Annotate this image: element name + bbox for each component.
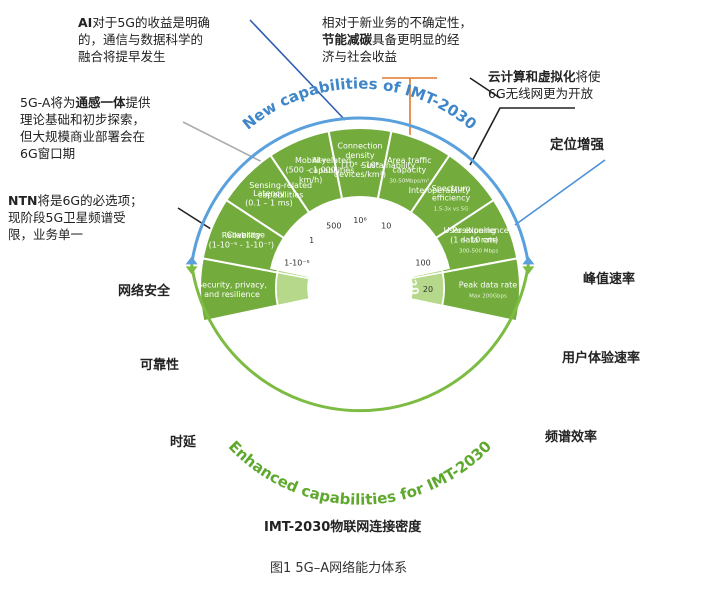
segment-connection-label-line-1: density	[345, 151, 375, 160]
inner-value-latency: 1	[309, 236, 314, 245]
annotation-ai-bold: AI	[78, 15, 93, 30]
segment-traffic-label-line-1: capacity	[392, 165, 426, 174]
segment-coverage-label-line-0: Coverage	[227, 231, 265, 240]
annotation-cloud: 云计算和虚拟化将使 6G无线网更为开放	[488, 68, 601, 102]
center-hub	[308, 236, 412, 340]
side-label-security: 网络安全	[118, 284, 171, 299]
annotation-ai-line3: 融合将提早发生	[78, 49, 166, 64]
annotation-sensing-post: 提供	[125, 95, 151, 110]
annotation-ntn-bold: NTN	[8, 193, 38, 208]
annotation-ntn-line2: 现阶段5G卫星频谱受	[8, 210, 126, 225]
inner-value-peak: 20	[423, 285, 433, 294]
segment-spectrum-label-line-1: efficiency	[432, 194, 471, 203]
segment-spectrum-note: 1.5-3x vs 5G	[434, 207, 469, 213]
segment-traffic-note: 30-50Mbps/m²	[389, 177, 429, 184]
pointer-sustainability	[382, 77, 437, 138]
outer-bottom-label: Enhanced capabilities for IMT-2030	[225, 437, 495, 509]
annotation-sustainability-text: 具备更明显的经	[372, 32, 460, 47]
segment-connection-label-line-3: devices/km²)	[334, 170, 386, 179]
annotation-positioning-bold: 定位增强	[550, 137, 604, 153]
segment-peak-label-line-0: Peak data rate	[459, 280, 517, 289]
segment-latency-label-line-1: (0.1 – 1 ms)	[245, 199, 293, 208]
figure-caption: 图1 5G–A网络能力体系	[270, 561, 408, 576]
side-label-reliability: 可靠性	[140, 358, 180, 373]
side-label-user-rate: 用户体验速率	[562, 351, 641, 366]
annotation-sensing: 5G-A将为通感一体提供 理论基础和初步探索， 但大规模商业部署会在 6G窗口期	[20, 94, 150, 162]
annotation-sensing-line3: 但大规模商业部署会在	[20, 129, 146, 144]
segment-labels: CoverageSensing-relatedcapabilitiesAI-re…	[197, 141, 517, 299]
segment-sensing-label-line-1: capabilities	[258, 191, 303, 200]
pointer-cloud-blue	[469, 77, 501, 99]
segment-sustainability-label-line-0: Sustainability	[361, 161, 415, 170]
segment-spectrum-label-line-0: Spectrum	[432, 184, 471, 193]
segment-positioning-label-line-1: (1 ~ 10 cm)	[450, 235, 498, 244]
annotation-ai-text: 对于5G的收益是明确	[92, 15, 210, 30]
side-label-spectrum: 频谱效率	[545, 430, 598, 445]
segment-user_rate-label-line-0: User experienced	[444, 226, 514, 235]
annotation-sustainability: 相对于新业务的不确定性， 节能减碳具备更明显的经 济与社会收益	[322, 14, 472, 65]
green-arc-arrow-right	[522, 266, 535, 275]
segment-reliability-label-line-1: (1-10⁻⁵ - 1-10⁻⁷)	[209, 241, 274, 250]
segment-security-label-line-0: Security, privacy,	[197, 280, 267, 289]
segment-positioning-label-line-0: Positioning	[452, 226, 496, 235]
annotation-cloud-post: 将使	[575, 69, 601, 84]
annotation-sustainability-line1: 相对于新业务的不确定性，	[322, 15, 473, 30]
segment-security-label-line-1: and resilience	[204, 290, 260, 299]
segment-connection-label-line-0: Connection	[337, 141, 382, 150]
blue-arc-arrow-right	[522, 256, 535, 265]
annotation-ntn-post: 将是6G的必选项；	[37, 193, 143, 208]
outer-top-label: New capabilities of IMT-2030	[239, 74, 480, 133]
diagram-subtitle: IMT-2030物联网连接密度	[264, 520, 422, 535]
side-label-latency: 时延	[170, 435, 197, 450]
imt2020-inner-ring	[270, 195, 450, 340]
annotation-ai: AI对于5G的收益是明确 的，通信与数据科学的 融合将提早发生	[78, 14, 210, 65]
enhanced-capabilities-ring	[199, 127, 521, 323]
segment-mobility-label-line-1: (500 – 1,000	[285, 166, 335, 175]
annotation-sensing-line2: 理论基础和初步探索，	[20, 112, 146, 127]
segment-interoperability-label-line-0: Interoperability	[409, 186, 471, 195]
annotation-ai-line2: 的，通信与数据科学的	[78, 32, 204, 47]
blue-outer-arc	[190, 116, 530, 265]
pointer-positioning	[514, 159, 606, 226]
annotation-sustainability-line3: 济与社会收益	[322, 49, 398, 64]
annotation-sensing-pre: 5G-A将为	[20, 95, 76, 110]
segment-mobility-label-line-2: km/h)	[299, 175, 322, 184]
pointer-cloud	[469, 107, 575, 166]
inner-value-connection: 10⁶	[353, 216, 366, 225]
segment-connection-label-line-2: (10⁶ - 10⁸	[341, 161, 379, 170]
green-arc-arrow-left	[185, 266, 198, 275]
segment-peak-note: Max 200Gbps	[469, 293, 507, 299]
annotation-pointer-lines	[177, 19, 606, 237]
segment-ai-label-line-1: capabilities	[309, 166, 354, 175]
outer-arcs	[185, 116, 535, 413]
side-label-peak: 峰值速率	[583, 272, 636, 287]
segment-sensing-label-line-0: Sensing-related	[249, 181, 312, 190]
segment-mobility-label-line-0: Mobility	[295, 156, 327, 165]
annotation-ntn: NTN将是6G的必选项； 现阶段5G卫星频谱受 限，业务单一	[8, 192, 143, 243]
annotation-cloud-bold: 云计算和虚拟化	[488, 69, 576, 84]
green-outer-arc	[190, 264, 530, 413]
pointer-ai	[249, 19, 346, 121]
segment-reliability-label-line-0: Reliability	[222, 231, 261, 240]
segment-user_rate-note: 300-500 Mbps	[459, 249, 498, 255]
segment-ai-label-line-0: AI-related	[312, 156, 351, 165]
segment-latency-label-line-0: Latency	[253, 189, 285, 198]
annotation-ntn-line3: 限，业务单一	[8, 227, 84, 242]
segment-user_rate-label-line-1: data rate	[460, 236, 497, 245]
annotation-positioning: 定位增强	[550, 137, 604, 154]
inner-value-reliability: 1-10⁻⁵	[284, 259, 310, 268]
annotation-sensing-line4: 6G窗口期	[20, 146, 76, 161]
annotation-cloud-line2: 6G无线网更为开放	[488, 86, 594, 101]
inner-value-user_rate: 100	[415, 259, 430, 268]
annotation-sensing-bold: 通感一体	[75, 95, 126, 110]
inner-value-traffic: 10	[381, 221, 391, 230]
inner-value-mobility: 500	[326, 221, 341, 230]
blue-arc-arrow-left	[185, 256, 198, 265]
annotation-sustainability-bold: 节能减碳	[322, 32, 373, 47]
segment-traffic-label-line-0: Area traffic	[387, 156, 431, 165]
inner-upper-gap	[270, 195, 450, 278]
